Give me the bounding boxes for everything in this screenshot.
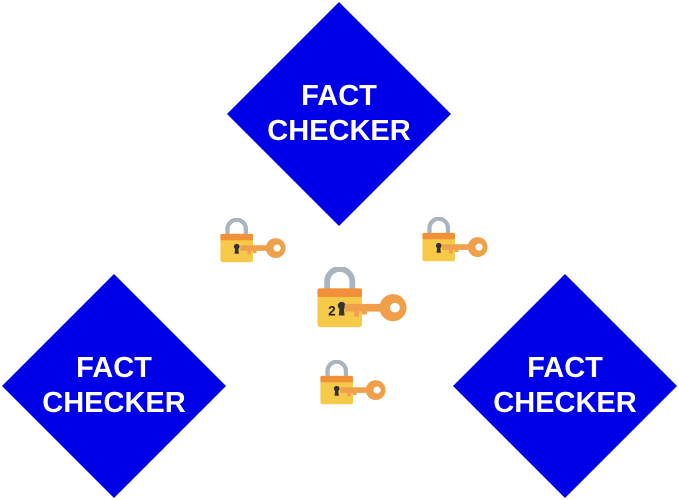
label-line-1: FACT — [76, 352, 152, 384]
diamond-shape — [227, 2, 451, 226]
label-line-2: CHECKER — [493, 387, 637, 419]
label-line-2: CHECKER — [267, 115, 411, 147]
label-line-1: FACT — [301, 80, 377, 112]
fact-checker-node-top: FACT CHECKER — [227, 2, 451, 226]
fact-checker-label: FACT CHECKER — [453, 274, 677, 498]
lock-number: 2 — [328, 303, 336, 318]
center-lock-key-icon: 2 — [317, 267, 407, 328]
label-line-1: FACT — [527, 352, 603, 384]
diamond-shape — [453, 274, 677, 498]
fact-checker-node-left: FACT CHECKER — [2, 274, 226, 498]
lock-key-icon — [320, 360, 386, 405]
fact-checker-label: FACT CHECKER — [227, 2, 451, 226]
fact-checker-label: FACT CHECKER — [2, 274, 226, 498]
lock-key-icon — [422, 217, 488, 262]
diamond-shape — [2, 274, 226, 498]
fact-checker-node-right: FACT CHECKER — [453, 274, 677, 498]
lock-key-icon — [220, 218, 286, 263]
label-line-2: CHECKER — [42, 387, 186, 419]
